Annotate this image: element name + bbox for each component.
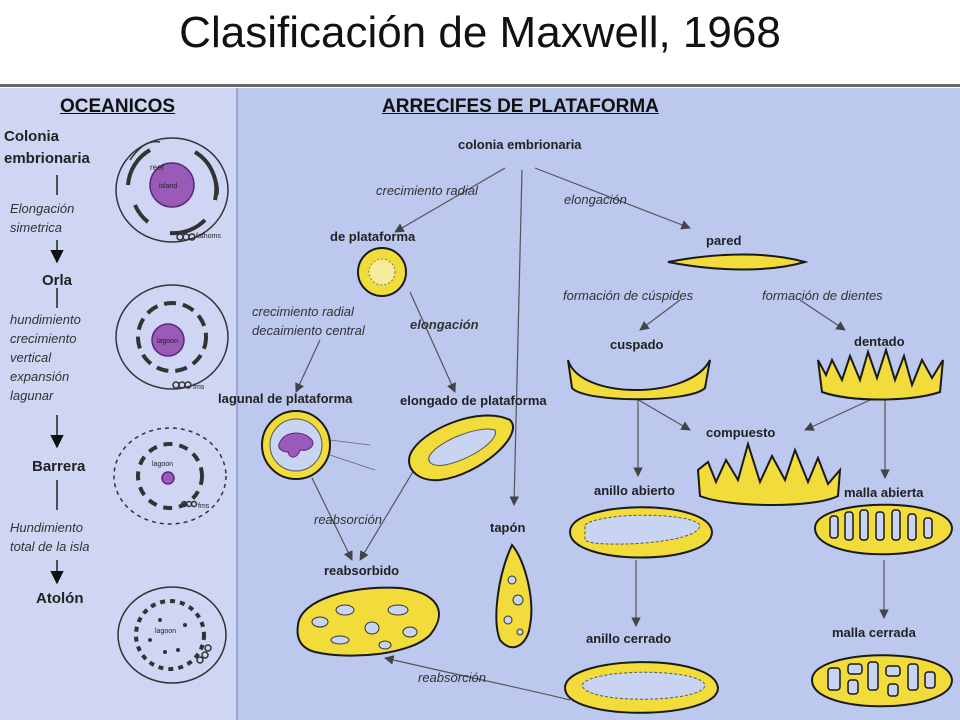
shape-pared	[667, 253, 809, 271]
node-dentado: dentado	[854, 334, 905, 349]
process-line: vertical	[10, 350, 52, 365]
process-formacion-cuspides: formación de cúspides	[563, 288, 694, 303]
shape-cuspado	[567, 359, 711, 401]
node-elongado-de-plataforma: elongado de plataforma	[400, 393, 547, 408]
arrow-lagunal-reabsorbido	[311, 477, 353, 561]
process-elongacion-plataforma: elongación	[410, 317, 479, 332]
arrow-elongado-reabsorbido	[359, 459, 421, 561]
process-line: total de la isla	[10, 539, 90, 554]
process-line: expansión	[10, 369, 70, 384]
section-plataforma: ARRECIFES DE PLATAFORMA	[382, 96, 659, 117]
shape-compuesto	[696, 440, 842, 506]
arrow-dentado-compuesto	[804, 399, 871, 431]
process-hundimiento: hundimiento crecimiento vertical expansi…	[10, 310, 81, 405]
process-line: crecimiento	[10, 331, 77, 346]
arrow-colonia-tapon	[509, 169, 523, 506]
process-hundimiento-total: Hundimiento total de la isla	[10, 518, 90, 556]
node-malla-cerrada: malla cerrada	[832, 625, 916, 640]
shape-malla-cerrada	[810, 654, 954, 708]
sketch-label-fathoms: fathoms	[196, 233, 221, 240]
shape-dentado	[817, 346, 944, 401]
node-compuesto: compuesto	[706, 425, 776, 440]
process-elongacion: Elongación simetrica	[10, 199, 74, 237]
process-line: decaimiento central	[252, 323, 365, 338]
process-line: hundimiento	[10, 312, 81, 327]
sketch-label-reef: reef	[150, 163, 165, 172]
process-line: Hundimiento	[10, 520, 83, 535]
node-colonia-embrionaria: colonia embrionaria	[458, 137, 582, 152]
panel-divider	[236, 88, 238, 720]
arrow-cerrado-reabsorbido	[384, 655, 571, 701]
sketch-barrier-reef	[113, 427, 227, 525]
stage-embrionaria: embrionaria	[4, 150, 90, 167]
process-reabsorcion-1: reabsorción	[314, 512, 382, 527]
sketch-label-lagoon-2: lagoon	[152, 461, 173, 468]
shape-lagunal	[261, 410, 331, 480]
node-de-plataforma: de plataforma	[330, 229, 416, 244]
process-line: simetrica	[10, 220, 63, 235]
arrow-pared-dentado	[799, 299, 846, 331]
sketch-label-lagoon: lagoon	[157, 338, 178, 345]
process-line: Elongación	[10, 201, 75, 216]
sketch-label-fms-2: fms	[198, 503, 210, 510]
shape-reabsorbido	[296, 586, 440, 657]
arrow-plataforma-elongado	[409, 291, 456, 393]
node-malla-abierta: malla abierta	[844, 485, 924, 500]
process-line: crecimiento radial	[252, 304, 354, 319]
shape-elongado	[408, 414, 514, 482]
node-tapon: tapón	[490, 520, 526, 535]
sketch-fringing-embryonic	[115, 137, 229, 243]
shape-anillo-cerrado	[563, 661, 720, 714]
shape-malla-abierta	[813, 503, 954, 556]
arrow-cuspado-compuesto	[629, 394, 691, 431]
node-anillo-cerrado: anillo cerrado	[586, 631, 672, 646]
arrow-plataforma-lagunal	[295, 339, 321, 393]
shape-de-plataforma	[357, 247, 407, 297]
slide-title: Clasificación de Maxwell, 1968	[179, 8, 781, 57]
node-anillo-abierto: anillo abierto	[594, 483, 675, 498]
sketch-label-lagoon-3: lagoon	[155, 628, 176, 635]
stage-colonia: Colonia	[4, 128, 59, 145]
sketch-atoll	[117, 586, 227, 684]
process-crecimiento-radial: crecimiento radial	[376, 183, 478, 198]
stage-atolon: Atolón	[36, 590, 84, 607]
node-reabsorbido: reabsorbido	[324, 563, 400, 578]
sketch-fringing-reef	[115, 284, 229, 390]
stage-barrera: Barrera	[32, 458, 86, 475]
process-reabsorcion-2: reabsorción	[418, 670, 486, 685]
process-formacion-dientes: formación de dientes	[762, 288, 883, 303]
node-cuspado: cuspado	[610, 337, 664, 352]
arrow-pared-cuspado	[639, 299, 681, 331]
process-elongacion-pared: elongación	[564, 192, 627, 207]
node-lagunal-de-plataforma: lagunal de plataforma	[218, 391, 353, 406]
section-oceanicos: OCEANICOS	[60, 96, 176, 117]
platform-arrows	[295, 167, 890, 701]
stage-orla: Orla	[42, 272, 73, 289]
node-pared: pared	[706, 233, 742, 248]
process-crec-decaimiento: crecimiento radial decaimiento central	[252, 302, 365, 340]
sketch-label-fms-1: fms	[193, 384, 205, 391]
process-line: lagunar	[10, 388, 54, 403]
shape-tapon	[495, 543, 533, 649]
title-rule	[0, 84, 960, 87]
arrow-colonia-pared	[534, 167, 691, 230]
sketch-label-island: island	[159, 183, 177, 190]
arrow-colonia-plataforma	[394, 167, 506, 233]
shape-anillo-abierto	[568, 506, 714, 559]
